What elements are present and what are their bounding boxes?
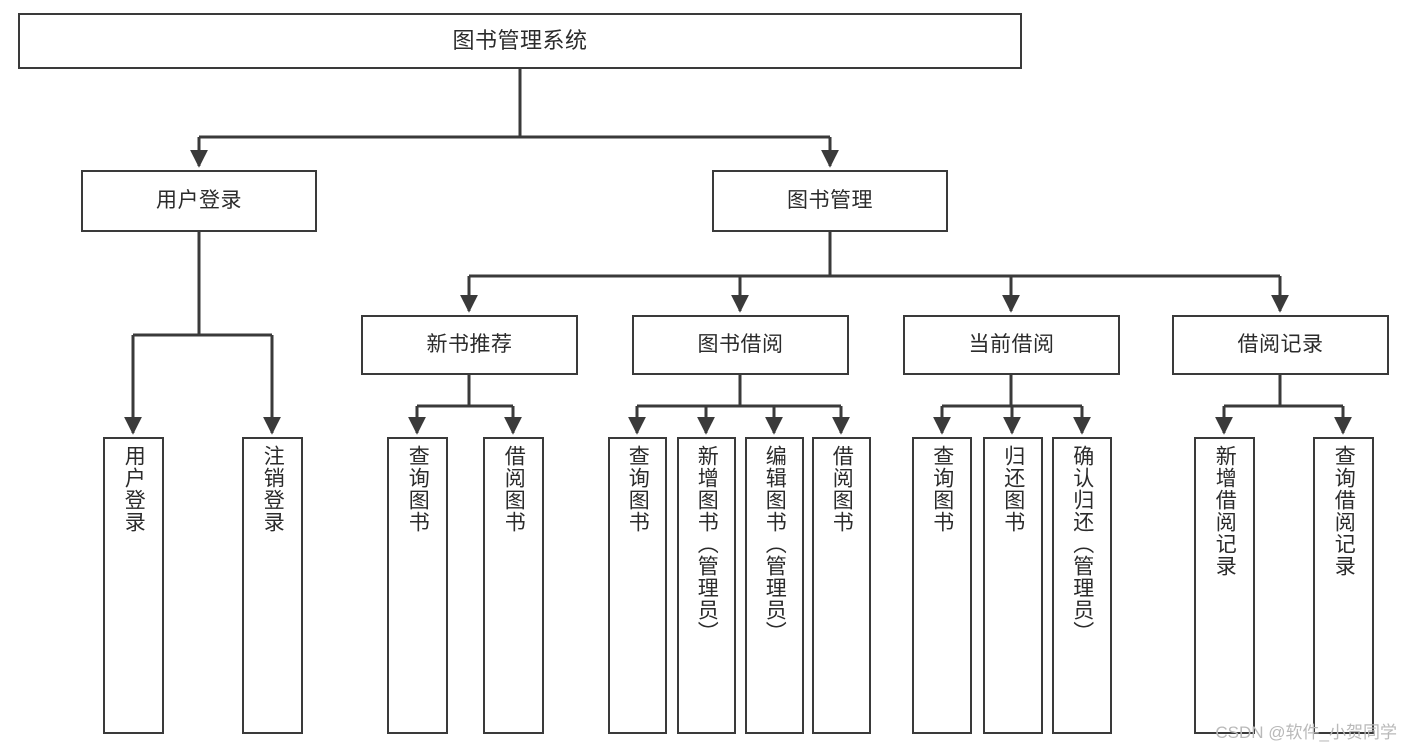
- leaf-borrow-book-recommend-label: 借阅图书: [502, 445, 526, 533]
- leaf-query-book-current[interactable]: 查询图书: [912, 437, 972, 734]
- leaf-borrow-book[interactable]: 借阅图书: [812, 437, 871, 734]
- node-root[interactable]: 图书管理系统: [18, 13, 1022, 69]
- leaf-add-book-admin-label: 新增图书（管理员）: [695, 445, 719, 643]
- leaf-add-borrow-record[interactable]: 新增借阅记录: [1194, 437, 1255, 734]
- leaf-confirm-return-admin[interactable]: 确认归还（管理员）: [1052, 437, 1112, 734]
- leaf-query-book-borrow-label: 查询图书: [626, 445, 650, 533]
- leaf-query-book-current-label: 查询图书: [930, 445, 954, 533]
- leaf-confirm-return-admin-label: 确认归还（管理员）: [1070, 445, 1094, 643]
- leaf-return-book-label: 归还图书: [1001, 445, 1025, 533]
- node-book-management[interactable]: 图书管理: [712, 170, 948, 232]
- leaf-logout-label: 注销登录: [261, 445, 285, 533]
- leaf-query-book-borrow[interactable]: 查询图书: [608, 437, 667, 734]
- leaf-edit-book-admin-label: 编辑图书（管理员）: [763, 445, 787, 643]
- node-root-label: 图书管理系统: [452, 27, 588, 53]
- leaf-query-book-recommend[interactable]: 查询图书: [387, 437, 448, 734]
- node-book-borrow-label: 图书借阅: [697, 333, 784, 357]
- node-user-login-label: 用户登录: [156, 189, 242, 213]
- leaf-add-borrow-record-label: 新增借阅记录: [1213, 445, 1237, 577]
- leaf-return-book[interactable]: 归还图书: [983, 437, 1043, 734]
- node-borrow-record-label: 借阅记录: [1237, 333, 1324, 357]
- leaf-query-book-recommend-label: 查询图书: [406, 445, 430, 533]
- leaf-user-login[interactable]: 用户登录: [103, 437, 164, 734]
- leaf-query-borrow-record[interactable]: 查询借阅记录: [1313, 437, 1374, 734]
- leaf-edit-book-admin[interactable]: 编辑图书（管理员）: [745, 437, 804, 734]
- node-book-management-label: 图书管理: [787, 189, 873, 213]
- leaf-query-borrow-record-label: 查询借阅记录: [1332, 445, 1356, 577]
- node-borrow-record[interactable]: 借阅记录: [1172, 315, 1389, 375]
- leaf-borrow-book-label: 借阅图书: [830, 445, 854, 533]
- leaf-logout[interactable]: 注销登录: [242, 437, 303, 734]
- node-user-login[interactable]: 用户登录: [81, 170, 317, 232]
- node-new-book-recommend[interactable]: 新书推荐: [361, 315, 578, 375]
- node-new-book-recommend-label: 新书推荐: [426, 333, 513, 357]
- node-book-borrow[interactable]: 图书借阅: [632, 315, 849, 375]
- leaf-borrow-book-recommend[interactable]: 借阅图书: [483, 437, 544, 734]
- csdn-watermark: CSDN @软件_小贺同学: [1215, 723, 1397, 742]
- leaf-add-book-admin[interactable]: 新增图书（管理员）: [677, 437, 736, 734]
- leaf-user-login-label: 用户登录: [122, 445, 146, 533]
- node-current-borrow-label: 当前借阅: [968, 333, 1055, 357]
- node-current-borrow[interactable]: 当前借阅: [903, 315, 1120, 375]
